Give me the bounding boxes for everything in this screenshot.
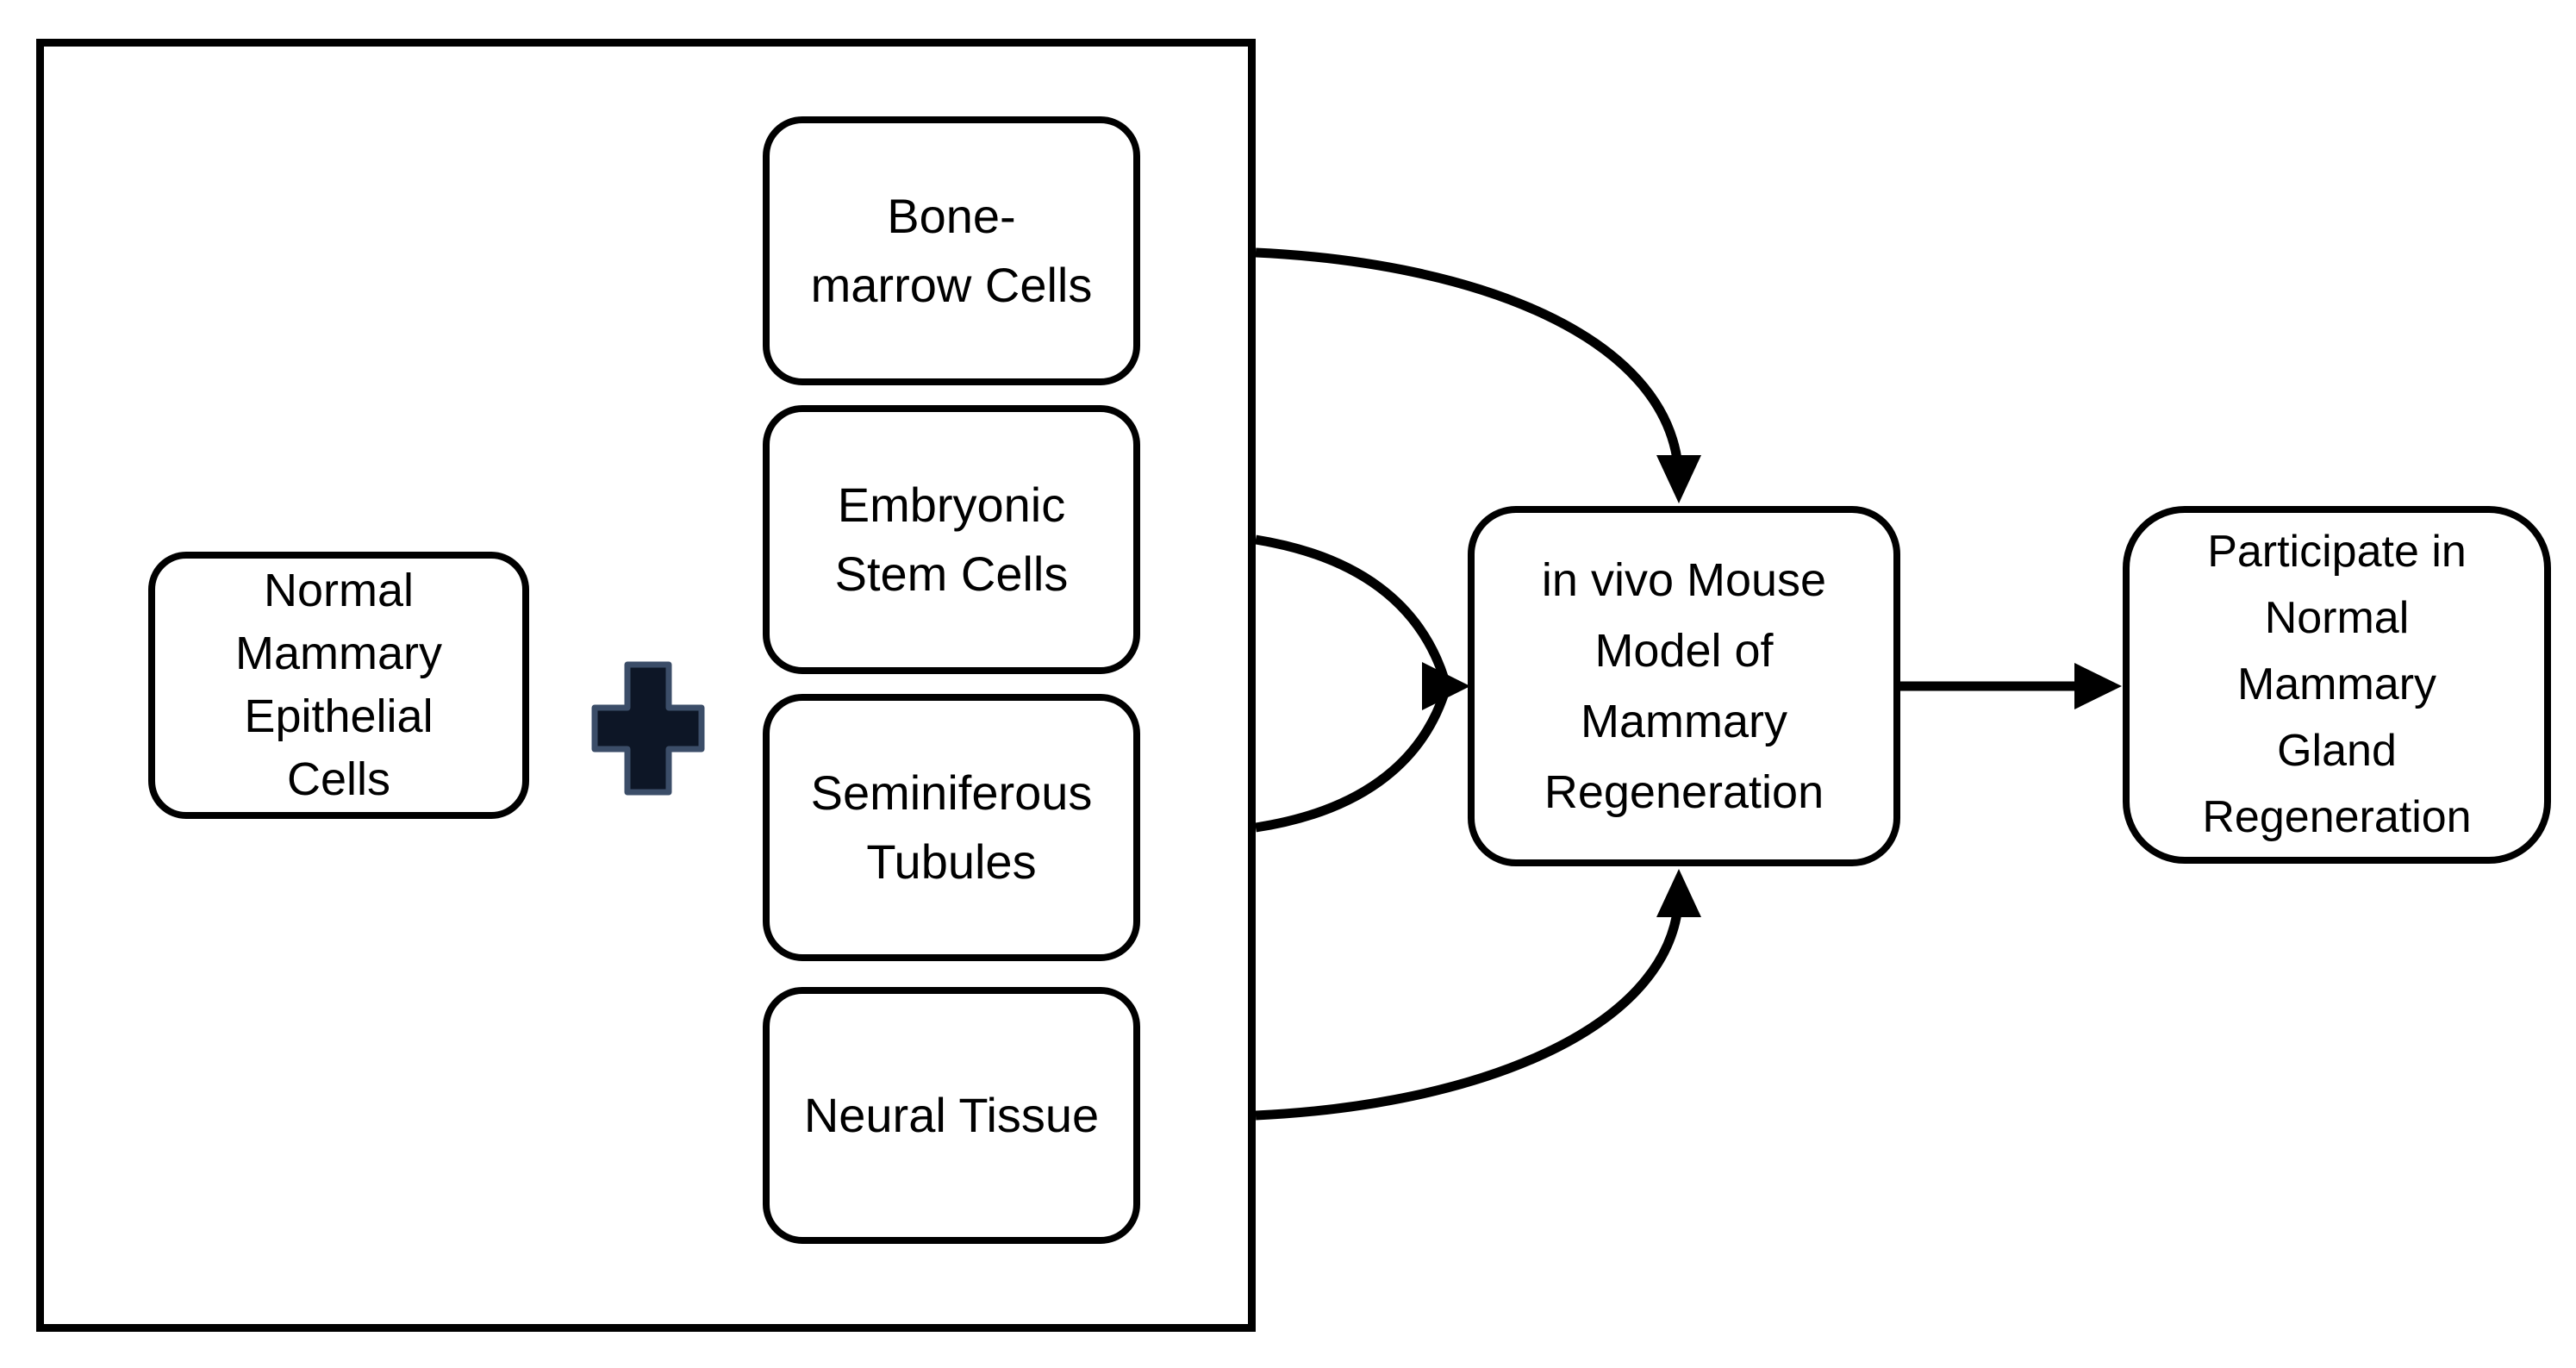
edge-embryonic-to-model	[1255, 534, 1450, 681]
node-in-vivo-mouse-model: in vivo Mouse Model of Mammary Regenerat…	[1468, 506, 1900, 866]
cell-combination-group-box	[36, 39, 1256, 1332]
edge-neural-to-model	[1255, 906, 1683, 1121]
node-in-vivo-mouse-model-label: in vivo Mouse Model of Mammary Regenerat…	[1541, 554, 1827, 818]
node-seminiferous-tubules-label: Seminiferous Tubules	[810, 765, 1093, 889]
node-normal-mammary-epithelial-cells: Normal Mammary Epithelial Cells	[148, 552, 529, 819]
node-neural-tissue: Neural Tissue	[763, 987, 1140, 1244]
node-embryonic-stem-cells-label: Embryonic Stem Cells	[834, 478, 1069, 601]
edge-converging-arrowhead	[1422, 662, 1470, 710]
node-participate-in-regeneration-label: Participate in Normal Mammary Gland Rege…	[2202, 527, 2472, 842]
node-embryonic-stem-cells: Embryonic Stem Cells	[763, 405, 1140, 674]
edge-seminiferous-to-model	[1255, 691, 1450, 833]
edge-neural-arrowhead	[1656, 869, 1701, 917]
node-bone-marrow-cells: Bone- marrow Cells	[763, 116, 1140, 385]
edge-bone-marrow-to-model	[1255, 247, 1683, 466]
node-seminiferous-tubules: Seminiferous Tubules	[763, 694, 1140, 961]
node-normal-mammary-epithelial-cells-label: Normal Mammary Epithelial Cells	[235, 565, 442, 805]
node-neural-tissue-label: Neural Tissue	[803, 1088, 1100, 1142]
node-participate-in-regeneration: Participate in Normal Mammary Gland Rege…	[2123, 506, 2551, 864]
edge-model-to-participate-arrowhead	[2074, 663, 2122, 709]
node-bone-marrow-cells-label: Bone- marrow Cells	[810, 189, 1093, 312]
edge-bone-marrow-arrowhead	[1656, 455, 1701, 503]
